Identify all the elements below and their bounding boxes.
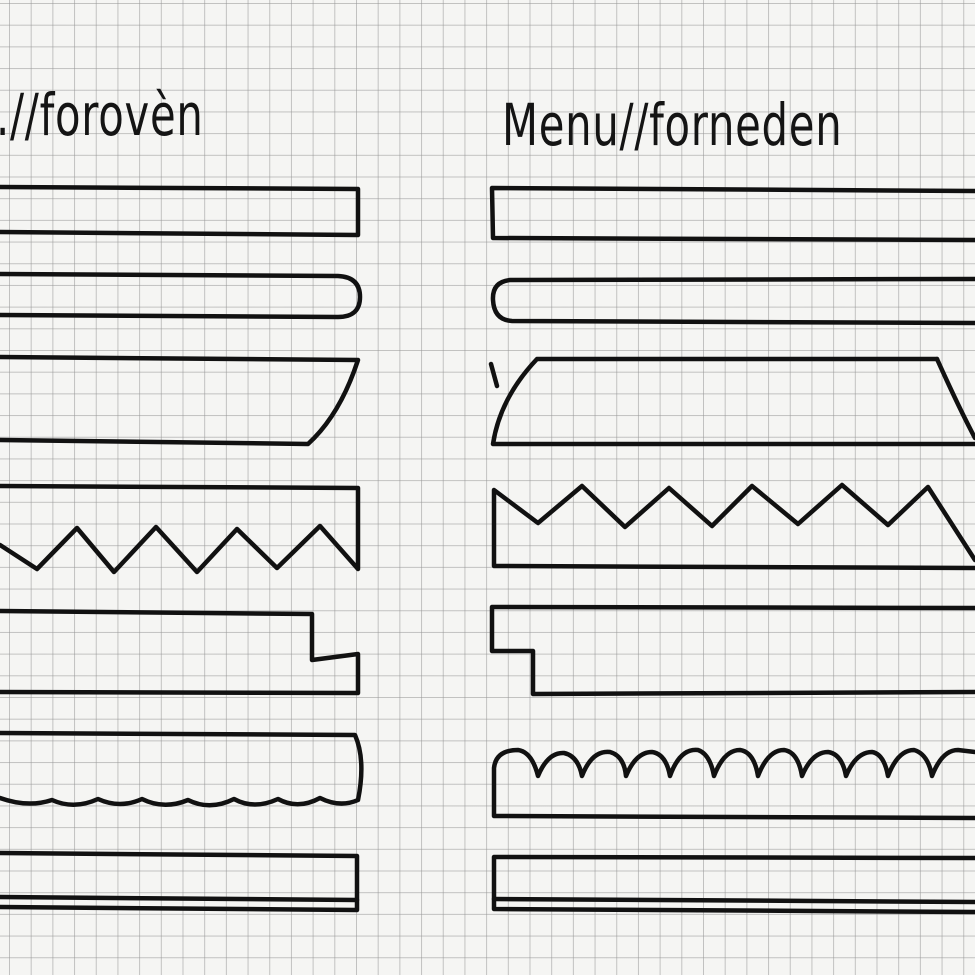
left-slanted-bar <box>0 354 361 447</box>
left-column-shapes <box>0 184 364 913</box>
left-plain-bar <box>0 184 361 238</box>
left-notched-bar <box>0 608 361 696</box>
right-scalloped-bar <box>491 747 975 821</box>
right-zigzag-bar <box>491 482 975 571</box>
right-plain-bar <box>489 185 975 243</box>
left-rounded-bar <box>0 271 363 320</box>
right-slanted-stub <box>934 356 975 441</box>
left-double-line-inner <box>0 894 360 903</box>
heading-left: .//forovèn <box>0 81 204 149</box>
heading-right: Menu//forneden <box>502 91 843 159</box>
right-rounded-bar <box>490 276 975 326</box>
right-slanted-bar <box>490 356 975 447</box>
left-double-line-bar <box>0 850 360 913</box>
left-zigzag-bar <box>0 483 361 575</box>
right-slanted-tick <box>488 361 500 389</box>
right-double-line-bar <box>491 854 975 915</box>
right-notched-bar <box>489 604 975 697</box>
right-column-shapes <box>488 185 975 915</box>
right-double-line-inner <box>491 896 975 905</box>
left-scalloped-bar <box>0 730 364 808</box>
